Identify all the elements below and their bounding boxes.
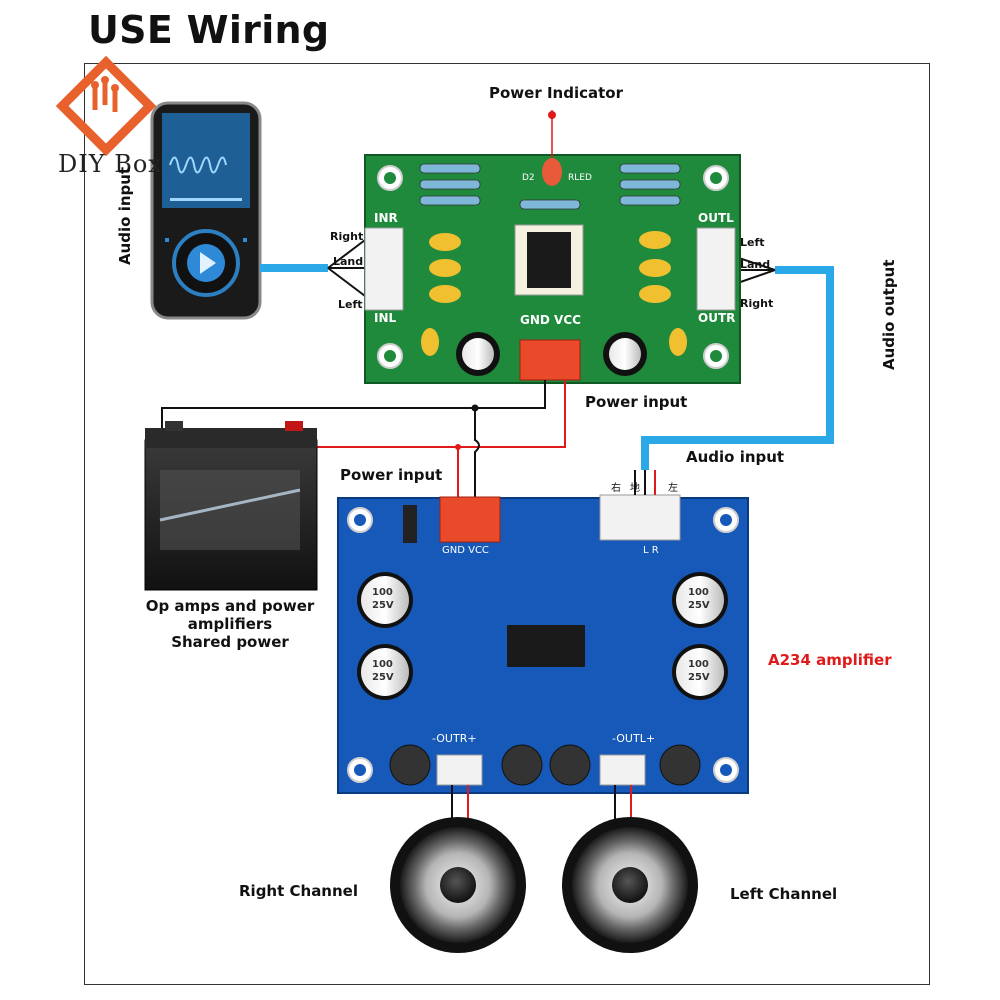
audio-input-amp-label: Audio input	[686, 448, 785, 466]
svg-text:GND VCC: GND VCC	[520, 313, 581, 327]
svg-text:100: 100	[372, 587, 393, 598]
output-pin-left: Left	[740, 236, 765, 249]
amp-board: GND VCC L R -OUTR+ -OUTL+ 100 25V 100 25…	[337, 470, 749, 794]
power-input-bottom-label: Power input	[340, 466, 443, 484]
mp3-player-icon	[150, 101, 262, 320]
svg-text:25V: 25V	[688, 672, 710, 683]
right-channel-label: Right Channel	[239, 882, 358, 900]
op-amps-label-line2: amplifiers	[187, 615, 273, 633]
diy-box-logo-icon	[55, 55, 157, 157]
svg-text:25V: 25V	[372, 672, 394, 683]
a234-amplifier-label: A234 amplifier	[768, 651, 892, 669]
audio-input-player-label: Audio input	[116, 166, 134, 265]
svg-text:OUTL: OUTL	[698, 211, 734, 225]
output-pin-right: Right	[740, 297, 774, 310]
preamp-board: INR INL OUTL OUTR GND VCC D2 RLED	[364, 110, 741, 384]
page-title: USE Wiring	[88, 8, 330, 52]
diagram-frame	[84, 63, 930, 985]
svg-text:100: 100	[372, 659, 393, 670]
svg-text:L R: L R	[643, 545, 659, 556]
svg-text:地: 地	[630, 481, 640, 494]
svg-text:D2: D2	[522, 173, 535, 183]
left-channel-label: Left Channel	[730, 885, 838, 903]
svg-text:OUTR: OUTR	[698, 311, 735, 325]
svg-text:25V: 25V	[372, 600, 394, 611]
logo-text: DIY Box	[58, 150, 163, 178]
speaker-icon	[562, 817, 698, 953]
svg-text:25V: 25V	[688, 600, 710, 611]
input-pin-right: Right	[330, 230, 364, 243]
power-input-top-label: Power input	[585, 393, 688, 411]
svg-text:-OUTR+: -OUTR+	[432, 732, 477, 745]
battery-icon	[144, 421, 318, 591]
svg-text:右: 右	[611, 481, 621, 494]
svg-text:RLED: RLED	[568, 173, 592, 183]
led-icon	[542, 110, 562, 186]
output-pin-land: Land	[740, 258, 771, 271]
op-amps-label-line3: Shared power	[171, 633, 289, 651]
audio-output-label: Audio output	[880, 259, 898, 370]
svg-text:100: 100	[688, 659, 709, 670]
power-indicator-label: Power Indicator	[489, 84, 623, 102]
svg-text:左: 左	[668, 481, 678, 494]
input-pin-land: Land	[333, 255, 364, 268]
input-pin-left: Left	[338, 298, 363, 311]
svg-text:INR: INR	[374, 211, 398, 225]
op-amps-label-line1: Op amps and power	[145, 597, 315, 615]
speaker-icon	[390, 817, 526, 953]
svg-text:-OUTL+: -OUTL+	[612, 732, 655, 745]
svg-text:INL: INL	[374, 311, 397, 325]
svg-text:100: 100	[688, 587, 709, 598]
svg-text:GND VCC: GND VCC	[442, 545, 489, 556]
